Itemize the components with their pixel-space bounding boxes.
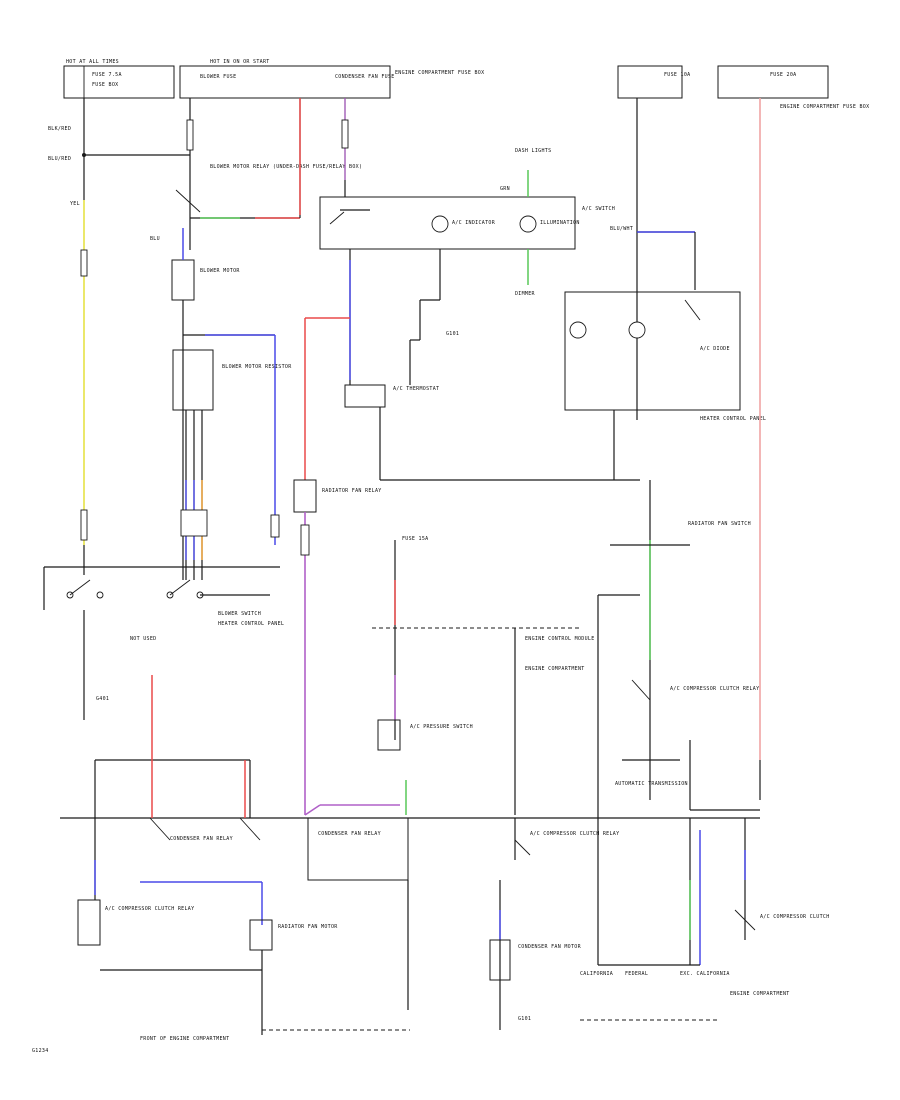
ac-switch-block: A/C SWITCH A/C INDICATOR ILLUMINATION DA… [299,98,615,297]
condenser-fan-motor: A/C COMPRESSOR CLUTCH RELAY CONDENSER FA… [489,818,619,1030]
ac-switch-ground: G101 [409,249,459,385]
heater-control-label: HEATER CONTROL PANEL [218,621,284,627]
exc-california-label: EXC. CALIFORNIA [680,971,730,977]
wire-label-grn: GRN [500,186,510,192]
lower-center-relay: CONDENSER FAN RELAY [307,817,409,1010]
tr-fuse2-label: FUSE 20A [770,72,796,78]
blower-resistor: BLOWER MOTOR RESISTOR [172,300,292,580]
compressor-clutch-label: A/C COMPRESSOR CLUTCH [760,914,830,920]
ground-g401-label: G401 [96,696,109,702]
radiator-fan-relay-label: RADIATOR FAN RELAY [322,488,382,494]
wire-label-yel: YEL [70,201,80,207]
transmission-label: AUTOMATIC TRANSMISSION [615,781,688,787]
fuse-block-center: HOT IN ON OR START BLOWER FUSE CONDENSER… [179,59,484,99]
radiator-fan-relay: RADIATOR FAN RELAY [293,479,382,815]
blower-switch-label: BLOWER SWITCH [218,611,261,617]
compressor-clutch: A/C COMPRESSOR CLUTCH CALIFORNIA FEDERAL… [580,818,830,1021]
radiator-fan-switch-label: RADIATOR FAN SWITCH [688,521,751,527]
tr-engine-label: ENGINE COMPARTMENT FUSE BOX [780,104,869,110]
dash-lights-label-top: DASH LIGHTS [515,148,551,154]
condenser-fan-motor-label: CONDENSER FAN MOTOR [518,944,582,950]
not-used-label: NOT USED [130,636,156,642]
compressor-clutch-relay-label: A/C COMPRESSOR CLUTCH RELAY [670,686,759,692]
condenser-fuse-label: CONDENSER FAN FUSE [335,74,395,80]
loc-front-left-label: FRONT OF ENGINE COMPARTMENT [140,1036,229,1042]
ecu-label: ENGINE CONTROL MODULE [525,636,595,642]
hot-run-label: HOT IN ON OR START [210,59,270,65]
condenser-fan-relay-label-2: CONDENSER FAN RELAY [318,831,381,837]
california-label: CALIFORNIA [580,971,613,977]
lower-left-relay: CONDENSER FAN RELAY A/C COMPRESSOR CLUTC… [77,817,410,1042]
wire-label-blk-red: BLK/RED [48,126,71,132]
heater-control-label-2: HEATER CONTROL PANEL [700,416,766,422]
wire-label-blu-red: BLU/RED [48,156,71,162]
ac-switch-label: A/C SWITCH [582,206,615,212]
radiator-fan-switch: RADIATOR FAN SWITCH A/C COMPRESSOR CLUTC… [597,480,760,965]
blower-switch: BLOWER SWITCH HEATER CONTROL PANEL G401 [43,566,284,720]
thermostat-label: A/C THERMOSTAT [393,386,439,392]
fuse-block-right: FUSE 10A FUSE 20A ENGINE COMPARTMENT FUS… [617,65,869,110]
ac-indicator-label: A/C INDICATOR [452,220,496,226]
pgm-fi-ecu: FUSE 15A ENGINE CONTROL MODULE ENGINE CO… [372,536,595,815]
federal-label: FEDERAL [625,971,648,977]
radiator-fan-motor-label: RADIATOR FAN MOTOR [278,924,338,930]
dimmer-label: DIMMER [515,291,536,297]
right-wire-blu-wht: BLU/WHT [610,226,633,232]
ac-thermostat: A/C THERMOSTAT [304,249,640,481]
engine-fuse-box-label: ENGINE COMPARTMENT FUSE BOX [395,70,484,76]
left-circuit: BLK/RED BLU/RED YEL [48,98,190,575]
illumination-label: ILLUMINATION [540,220,580,226]
blower-motor: BLOWER MOTOR BLU [150,228,240,301]
tr-fuse-label: FUSE 10A [664,72,690,78]
compressor-clutch-relay-label-2: A/C COMPRESSOR CLUTCH RELAY [105,906,194,912]
tl-fuse-loc: FUSE BOX [92,82,118,88]
wire-label-blu: BLU [150,236,160,242]
ground-bottom-label: G101 [518,1016,531,1022]
fuse-block-left: HOT AT ALL TIMES FUSE 7.5A FUSE BOX [63,59,175,99]
blower-relay-label: BLOWER MOTOR RELAY (UNDER-DASH FUSE/RELA… [210,164,362,170]
figure-id: G1234 [32,1048,49,1054]
condenser-upper: A/C DIODE HEATER CONTROL PANEL BLU/WHT [564,98,766,480]
blower-fuse-label: BLOWER FUSE [200,74,236,80]
fuse-15a-label: FUSE 15A [402,536,428,542]
lower-bus: NOT USED [60,636,760,819]
blower-relay: BLOWER MOTOR RELAY (UNDER-DASH FUSE/RELA… [175,98,362,250]
tl-source-label: HOT AT ALL TIMES [66,59,119,65]
blower-resistor-label: BLOWER MOTOR RESISTOR [222,364,292,370]
pressure-switch-label: A/C PRESSURE SWITCH [410,724,473,730]
condenser-fan-relay-label: CONDENSER FAN RELAY [170,836,233,842]
tl-fuse-label: FUSE 7.5A [92,72,122,78]
blower-motor-label: BLOWER MOTOR [200,268,240,274]
ground-g101-label: G101 [446,331,459,337]
condenser-relay-right-label: A/C COMPRESSOR CLUTCH RELAY [530,831,619,837]
engine-cpt-bottom-label: ENGINE COMPARTMENT [730,991,790,997]
engine-cpt-label: ENGINE COMPARTMENT [525,666,585,672]
ac-diode-label: A/C DIODE [700,346,730,352]
